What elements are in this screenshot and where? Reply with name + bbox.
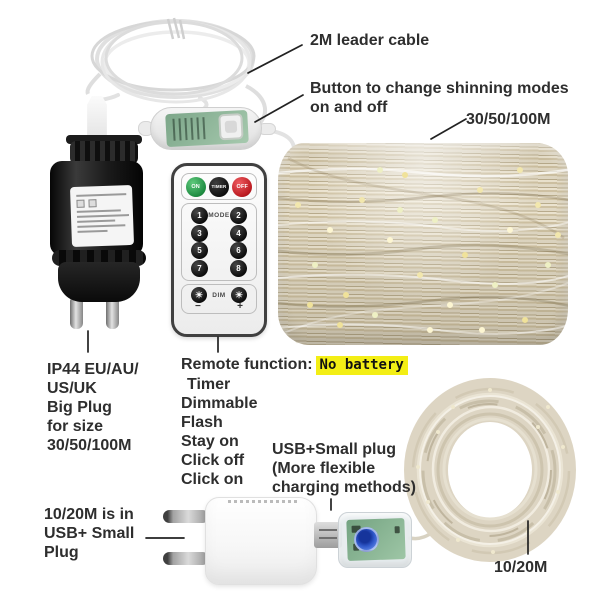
small-coil-note-line: USB+ Small xyxy=(44,525,135,542)
plug-pin-left xyxy=(70,298,83,329)
plug-pin-right xyxy=(106,298,119,329)
label-remote-function: Remote function:No battery Timer Dimmabl… xyxy=(181,355,408,489)
label-usb-plug: USB+Small plug (More flexible charging m… xyxy=(272,440,416,497)
charger-pin-bottom xyxy=(163,552,209,565)
string-light-coil-small xyxy=(404,378,576,562)
remote-mode-group: 1 MODE 2 3 4 5 6 7 8 xyxy=(181,203,257,281)
remote-mode-4-button: 4 xyxy=(230,224,247,242)
label-mode-button-line2: on and off xyxy=(310,99,388,116)
plug-face xyxy=(58,262,140,302)
remote-control: ON TIMER OFF 1 MODE 2 3 4 5 6 7 8 xyxy=(171,163,267,337)
coil-strand-texture xyxy=(278,156,568,335)
remote-mode-1-button: 1 xyxy=(191,207,208,225)
cert-mark xyxy=(88,199,97,208)
string-light-coil-large xyxy=(278,143,568,345)
charger-print-text xyxy=(228,500,300,503)
remote-function-item: Flash xyxy=(181,414,223,431)
dim-minus-label: − xyxy=(195,301,201,312)
usb-wall-charger xyxy=(205,497,317,585)
plug-cap-rim xyxy=(66,135,142,144)
label-plug-spec: IP44 EU/AU/ US/UK Big Plug for size 30/5… xyxy=(47,360,139,455)
remote-mode-6-button: 6 xyxy=(230,242,247,260)
usb-plug-line: (More flexible xyxy=(272,460,376,477)
brightness-up-icon: ☀ xyxy=(230,287,247,303)
remote-timer-button: TIMER xyxy=(208,176,229,197)
label-leader-cable: 2M leader cable xyxy=(310,32,430,49)
remote-function-item: Dimmable xyxy=(181,395,258,412)
remote-mode-3-button: 3 xyxy=(191,224,208,242)
usb-mode-button xyxy=(354,527,379,552)
small-coil-note-line: Plug xyxy=(44,544,79,561)
led-dots xyxy=(278,143,282,147)
usb-plug-line: charging methods) xyxy=(272,479,417,496)
plug-spec-line: 30/50/100M xyxy=(47,437,132,454)
mode-button xyxy=(218,113,244,141)
label-mode-button: Button to change shinning modes on and o… xyxy=(310,79,569,117)
plug-spec-line: Big Plug xyxy=(47,399,112,416)
remote-function-item: Stay on xyxy=(181,433,239,450)
charger-pin-top xyxy=(163,510,209,523)
small-coil-note-line: 10/20M is in xyxy=(44,506,134,523)
plug-certification-label xyxy=(69,184,135,248)
ce-mark xyxy=(76,199,85,208)
remote-mode-7-button: 7 xyxy=(191,259,208,277)
no-battery-highlight: No battery xyxy=(315,356,408,375)
remote-mode-5-button: 5 xyxy=(191,242,208,260)
remote-mode-2-button: 2 xyxy=(230,207,247,225)
remote-dim-group: ☀ DIM ☀ − + xyxy=(181,284,257,314)
remote-function-item: Timer xyxy=(187,376,231,393)
controller-pcb xyxy=(165,109,249,148)
usb-plug-line: USB+Small plug xyxy=(272,441,397,458)
remote-mode-8-button: 8 xyxy=(230,259,247,277)
dim-label: DIM xyxy=(212,291,226,299)
remote-on-button: ON xyxy=(185,176,206,197)
plug-spec-line: US/UK xyxy=(47,380,97,397)
remote-function-title: Remote function: xyxy=(181,356,313,373)
plug-spec-line: IP44 EU/AU/ xyxy=(47,361,139,378)
label-big-coil-length: 30/50/100M xyxy=(466,111,551,128)
label-small-coil-length: 10/20M xyxy=(494,559,548,576)
brightness-down-icon: ☀ xyxy=(191,287,207,303)
remote-function-item: Click off xyxy=(181,452,245,469)
mode-label: MODE xyxy=(208,212,230,220)
usb-connector xyxy=(314,522,342,548)
plug-threaded-cap xyxy=(70,141,138,164)
remote-function-headline: Remote function:No battery xyxy=(181,355,408,375)
remote-power-group: ON TIMER OFF xyxy=(181,173,257,200)
remote-function-item: Click on xyxy=(181,471,244,488)
remote-off-button: OFF xyxy=(232,176,253,197)
label-mode-button-line1: Button to change shinning modes xyxy=(310,80,569,97)
dim-plus-label: + xyxy=(237,301,243,312)
plug-spec-line: for size xyxy=(47,418,104,435)
cable-connector xyxy=(87,96,107,144)
label-small-coil-note: 10/20M is in USB+ Small Plug xyxy=(44,505,134,562)
